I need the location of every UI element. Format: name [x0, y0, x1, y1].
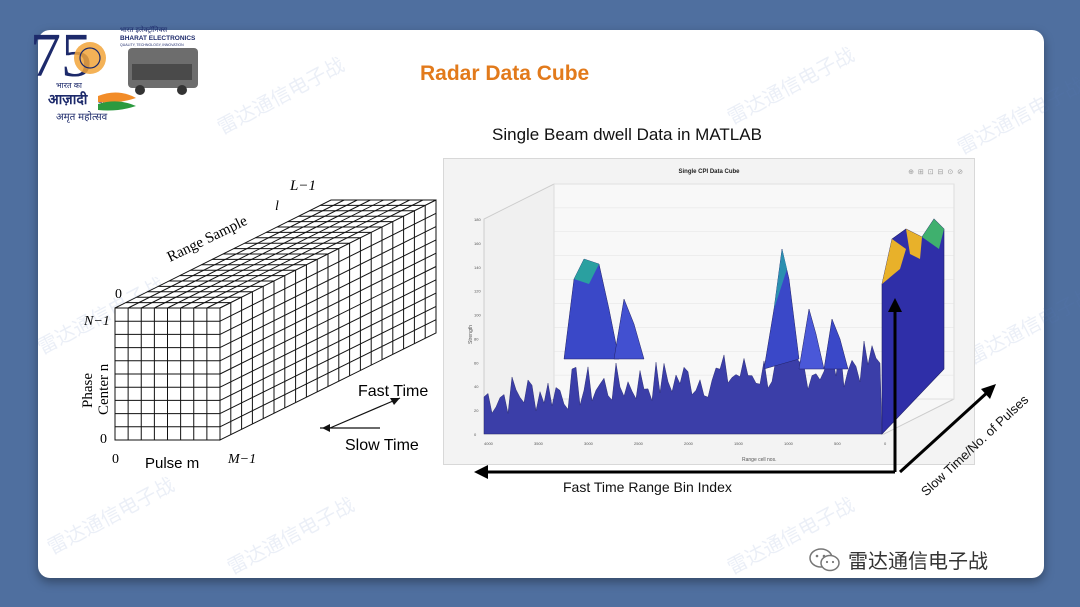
svg-text:भारत इलेक्ट्रॉनिक्स: भारत इलेक्ट्रॉनिक्स [120, 25, 167, 34]
plot-ytick: 80 [474, 336, 479, 341]
surface-graphic: 180 160 140 120 100 80 60 40 20 0 4000 3500 3000 250… [468, 183, 955, 463]
svg-text:आज़ादी: आज़ादी [48, 91, 89, 107]
left-zero-label: 0 [100, 432, 107, 447]
plot-xtick: 2000 [684, 441, 694, 446]
plot-ytick: 160 [474, 241, 481, 246]
slide-subtitle: Single Beam dwell Data in MATLAB [492, 125, 762, 144]
plot-xtick: 3500 [534, 441, 544, 446]
plot-xtick: 1000 [784, 441, 794, 446]
svg-text:QUALITY, TECHNOLOGY, INNOVATIO: QUALITY, TECHNOLOGY, INNOVATION [120, 43, 184, 47]
plot-xtick: 2500 [634, 441, 644, 446]
wechat-brand: 雷达通信电子战 [808, 545, 988, 574]
range-var: l [275, 199, 279, 214]
plot-ytick: 180 [474, 217, 481, 222]
fast-time-label: Fast Time [358, 383, 428, 400]
plot-toolbar[interactable]: ⊕ ⊞ ⊡ ⊟ ⊙ ⊘ [908, 169, 964, 176]
plot-xlabel: Range cell nos. [742, 457, 776, 463]
svg-text:अमृत महोत्सव: अमृत महोत्सव [56, 111, 108, 123]
pulse-label: Pulse m [145, 455, 199, 472]
plot-xtick: 500 [834, 441, 841, 446]
plot-xtick: 3000 [584, 441, 594, 446]
plot-ytick: 100 [474, 313, 481, 318]
plot-ytick: 120 [474, 289, 481, 294]
axis-annotation-arrows [474, 298, 996, 479]
slow-time-label: Slow Time [345, 437, 419, 454]
wechat-icon [809, 547, 840, 571]
brand-text: 雷达通信电子战 [848, 551, 988, 573]
plot-ytick: 40 [474, 384, 479, 389]
svg-text:BHARAT ELECTRONICS: BHARAT ELECTRONICS [120, 35, 196, 42]
plot-xtick: 1500 [734, 441, 744, 446]
n-max-label: N−1 [83, 314, 110, 329]
l-max-label: L−1 [289, 178, 316, 194]
m-max-label: M−1 [227, 452, 256, 467]
svg-text:भारत का: भारत का [56, 81, 83, 90]
plot-ytick: 140 [474, 265, 481, 270]
plot-ylabel: Strength [468, 325, 474, 344]
bottom-zero-label: 0 [112, 452, 119, 467]
phase-label: Phase [80, 373, 96, 408]
plot-ytick: 60 [474, 360, 479, 365]
center-label: Center n [96, 363, 112, 415]
plot-ytick: 20 [474, 408, 479, 413]
slide-title: Radar Data Cube [420, 62, 590, 85]
plot-xtick: 4000 [484, 441, 494, 446]
plot-ytick: 0 [474, 432, 477, 437]
azadi-logo: 75 भारत इलेक्ट्रॉनिक्स BHARAT ELECTRONIC… [28, 18, 208, 130]
plot-xtick: 0 [884, 441, 887, 446]
radar-data-cube-diagram: Range Sample l L−1 0 N−1 Phase Center n … [80, 178, 437, 472]
top-zero-label: 0 [115, 287, 122, 302]
plot-title: Single CPI Data Cube [678, 169, 740, 175]
fast-time-axis-label: Fast Time Range Bin Index [563, 479, 732, 495]
